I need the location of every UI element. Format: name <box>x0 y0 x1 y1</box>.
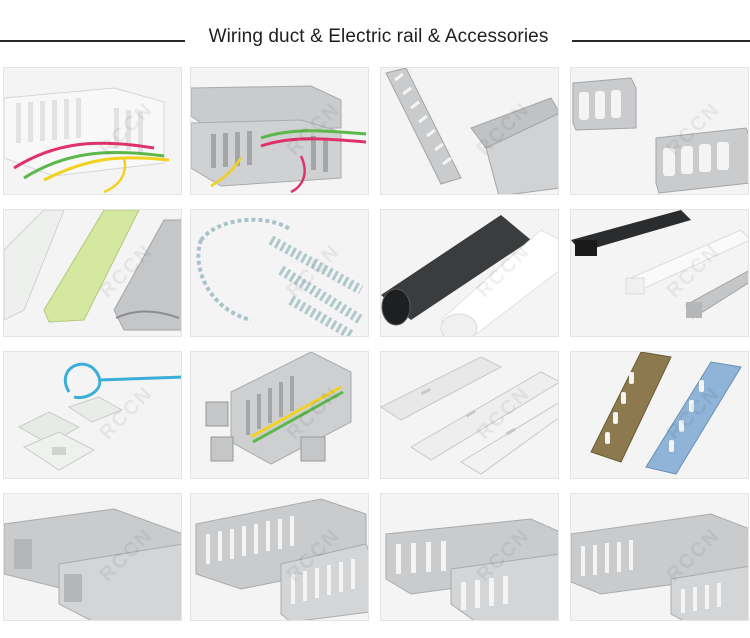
product-tile-grey-slotted-duct-tall[interactable]: RCCN <box>190 493 369 621</box>
product-grid: RCCN RCCN <box>0 67 750 638</box>
grey-slotted-duct-image <box>191 85 367 194</box>
product-tile-grey-solid-trunking[interactable]: RCCN <box>3 493 182 621</box>
grey-slotted-duct-pair-image <box>385 518 558 620</box>
cable-tie-mounts-image <box>17 362 181 471</box>
product-tile-spiral-wrapping-bands[interactable]: RCCN <box>190 209 369 337</box>
product-tile-grey-closed-slot-duct[interactable]: RCCN <box>570 67 749 195</box>
product-tile-grey-slotted-duct-stack[interactable]: RCCN <box>570 493 749 621</box>
product-tile-cable-tie-mounts[interactable]: RCCN <box>3 351 182 479</box>
product-tile-duct-with-clips[interactable]: RCCN <box>190 351 369 479</box>
header: Wiring duct & Electric rail & Accessorie… <box>0 0 750 68</box>
white-din-rails-image <box>381 356 558 475</box>
product-tile-grey-open-slot-duct[interactable]: RCCN <box>380 67 559 195</box>
grey-slotted-duct-tall-image <box>195 498 368 620</box>
grey-closed-slot-duct-image <box>572 77 748 194</box>
header-rule-left <box>0 40 185 42</box>
product-tile-grey-slotted-duct-pair[interactable]: RCCN <box>380 493 559 621</box>
mini-trunking-image <box>571 210 748 319</box>
white-slotted-duct-image <box>4 87 170 194</box>
product-tile-mini-trunking[interactable]: RCCN <box>570 209 749 337</box>
product-tile-white-slotted-duct[interactable]: RCCN <box>3 67 182 195</box>
header-rule-right <box>572 40 750 42</box>
metal-din-rails-image <box>590 352 742 475</box>
product-tile-metal-din-rails[interactable]: RCCN <box>570 351 749 479</box>
conduit-pipes-image <box>381 215 558 336</box>
product-tile-white-din-rails[interactable]: RCCN <box>380 351 559 479</box>
spiral-wrapping-bands-image <box>196 217 364 336</box>
grey-open-slot-duct-image <box>385 68 558 194</box>
product-tile-conduit-pipes[interactable]: RCCN <box>380 209 559 337</box>
grey-slotted-duct-stack-image <box>571 513 748 620</box>
product-tile-grey-slotted-duct[interactable]: RCCN <box>190 67 369 195</box>
floor-cable-covers-image <box>4 210 181 331</box>
duct-with-clips-image <box>205 352 352 465</box>
page-title: Wiring duct & Electric rail & Accessorie… <box>208 26 549 47</box>
grey-solid-trunking-image <box>4 508 181 620</box>
product-tile-floor-cable-covers[interactable]: RCCN <box>3 209 182 337</box>
